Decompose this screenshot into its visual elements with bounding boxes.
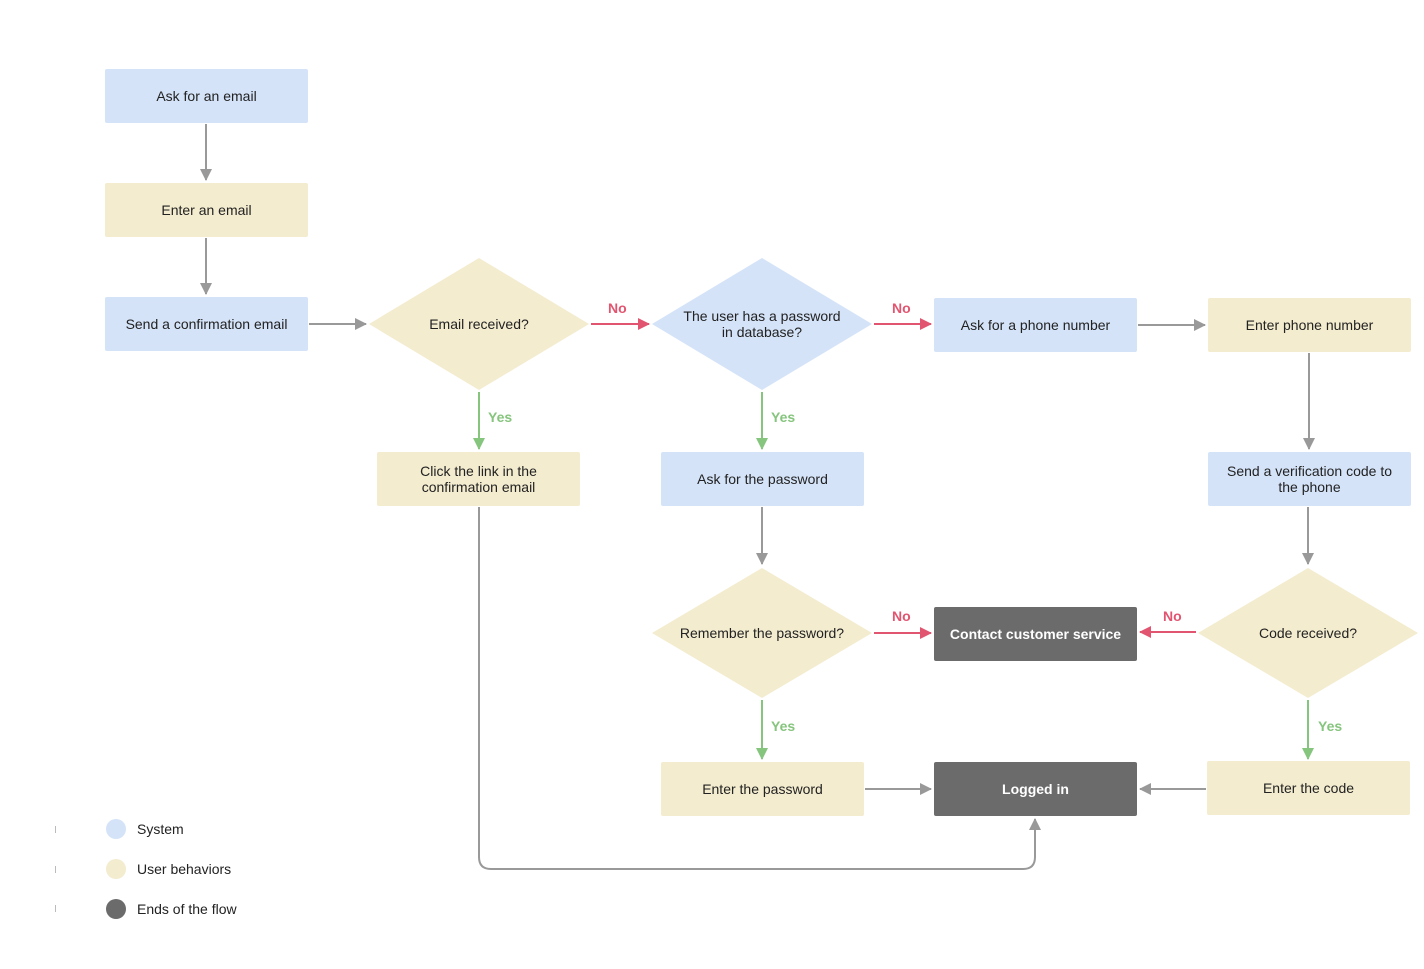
edge-label-yes: Yes bbox=[488, 409, 513, 425]
legend-item-user-behaviors: User behaviors bbox=[106, 859, 231, 879]
node-enter-email: Enter an email bbox=[105, 183, 308, 237]
legend-tick bbox=[55, 905, 56, 912]
legend-tick bbox=[55, 826, 56, 833]
node-label: Ask for the password bbox=[697, 471, 828, 487]
node-click-confirmation-link: Click the link in the confirmation email bbox=[377, 452, 580, 506]
node-enter-phone-number: Enter phone number bbox=[1208, 298, 1411, 352]
legend-label: Ends of the flow bbox=[137, 901, 237, 917]
node-label: Ask for an email bbox=[156, 88, 257, 104]
legend-item-system: System bbox=[106, 819, 184, 839]
legend-tick bbox=[55, 866, 56, 873]
node-ask-for-email: Ask for an email bbox=[105, 69, 308, 123]
decision-password-in-db-label: The user has a password in database? bbox=[683, 308, 841, 340]
edge-label-no: No bbox=[608, 300, 627, 316]
node-ask-for-phone-number: Ask for a phone number bbox=[934, 298, 1137, 352]
node-label: Contact customer service bbox=[949, 626, 1122, 642]
node-contact-customer-service: Contact customer service bbox=[934, 607, 1137, 661]
node-label: Logged in bbox=[1002, 781, 1069, 797]
decision-code-received-label: Code received? bbox=[1258, 625, 1358, 641]
node-label: Send a confirmation email bbox=[125, 316, 288, 332]
node-label: Enter an email bbox=[161, 202, 252, 218]
node-enter-code: Enter the code bbox=[1207, 761, 1410, 815]
legend-swatch-user-behaviors bbox=[106, 859, 126, 879]
node-label: Click the link in the confirmation email bbox=[420, 463, 537, 495]
legend-swatch-ends bbox=[106, 899, 126, 919]
node-send-verification-code: Send a verification code to the phone bbox=[1208, 452, 1411, 506]
node-send-confirmation-email: Send a confirmation email bbox=[105, 297, 308, 351]
legend-label: System bbox=[137, 821, 184, 837]
legend-swatch-system bbox=[106, 819, 126, 839]
node-enter-password: Enter the password bbox=[661, 762, 864, 816]
node-label: Ask for a phone number bbox=[960, 317, 1111, 333]
edge-label-yes: Yes bbox=[771, 718, 796, 734]
node-label: Send a verification code to the phone bbox=[1227, 463, 1392, 495]
decision-email-received-label: Email received? bbox=[429, 316, 529, 332]
decision-email-received-shape bbox=[369, 258, 589, 390]
node-ask-for-password: Ask for the password bbox=[661, 452, 864, 506]
decision-code-received-shape bbox=[1198, 568, 1418, 698]
node-logged-in: Logged in bbox=[934, 762, 1137, 816]
legend-label: User behaviors bbox=[137, 861, 232, 877]
edge-label-no: No bbox=[892, 608, 911, 624]
legend-item-ends: Ends of the flow bbox=[106, 899, 237, 919]
edge-label-yes: Yes bbox=[1318, 718, 1343, 734]
decision-password-in-db-shape bbox=[652, 258, 872, 390]
node-label: Enter the password bbox=[702, 781, 823, 797]
arrow-click-link-to-logged-in bbox=[478, 507, 1041, 870]
edge-label-yes: Yes bbox=[771, 409, 796, 425]
decision-remember-password-shape bbox=[652, 568, 872, 698]
decision-remember-password-label: Remember the password? bbox=[679, 625, 845, 641]
node-label: Enter phone number bbox=[1245, 317, 1374, 333]
node-label: Enter the code bbox=[1262, 780, 1355, 796]
edge-label-no: No bbox=[1163, 608, 1182, 624]
edge-label-no: No bbox=[892, 300, 911, 316]
